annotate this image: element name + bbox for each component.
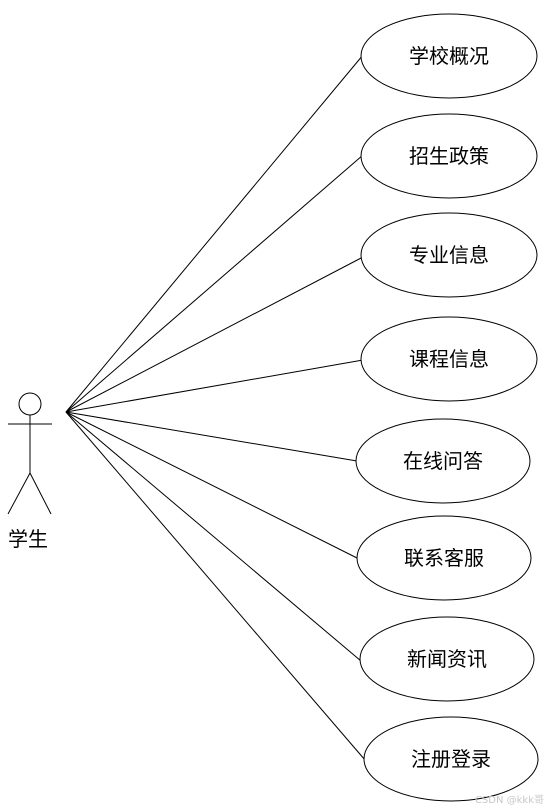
association-line: [65, 359, 364, 413]
association-line: [65, 411, 362, 662]
use-case-4[interactable]: 课程信息: [360, 316, 538, 402]
use-case-ellipse: [363, 716, 539, 802]
use-case-ellipse: [355, 418, 531, 504]
watermark-text: CSDN @kkk哥: [474, 795, 544, 806]
use-case-label: 学校概况: [409, 44, 489, 68]
use-case-5[interactable]: 在线问答: [355, 418, 531, 504]
use-case-label: 招生政策: [409, 144, 489, 168]
use-case-ellipse: [360, 212, 538, 298]
association-line: [65, 411, 358, 462]
actor-name: 学生: [8, 527, 48, 551]
use-case-ellipse: [360, 13, 538, 99]
use-case-ellipse: [356, 515, 532, 601]
use-case-label: 联系客服: [404, 546, 484, 570]
use-case-label: 新闻资讯: [407, 647, 487, 671]
use-case-6[interactable]: 联系客服: [356, 515, 532, 601]
association-line: [65, 411, 360, 560]
association-line: [65, 256, 364, 413]
use-case-ellipse: [360, 316, 538, 402]
use-case-7[interactable]: 新闻资讯: [359, 616, 535, 702]
association-line: [65, 54, 364, 413]
association-line: [65, 154, 364, 413]
actor-right-leg: [29, 472, 52, 515]
use-case-3[interactable]: 专业信息: [360, 212, 538, 298]
actor-figure: [7, 392, 52, 515]
use-case-8[interactable]: 注册登录: [363, 716, 539, 802]
use-case-1[interactable]: 学校概况: [360, 13, 538, 99]
use-case-ellipse: [359, 616, 535, 702]
use-case-label: 在线问答: [403, 449, 483, 473]
use-case-label: 课程信息: [409, 347, 489, 371]
actor-head: [18, 392, 42, 416]
use-case-label: 专业信息: [409, 243, 489, 267]
actor-left-leg: [7, 472, 31, 515]
associations: [65, 54, 366, 761]
use-case-ellipse: [360, 113, 538, 199]
use-case-2[interactable]: 招生政策: [360, 113, 538, 199]
use-case-label: 注册登录: [411, 747, 491, 771]
association-line: [65, 411, 366, 761]
